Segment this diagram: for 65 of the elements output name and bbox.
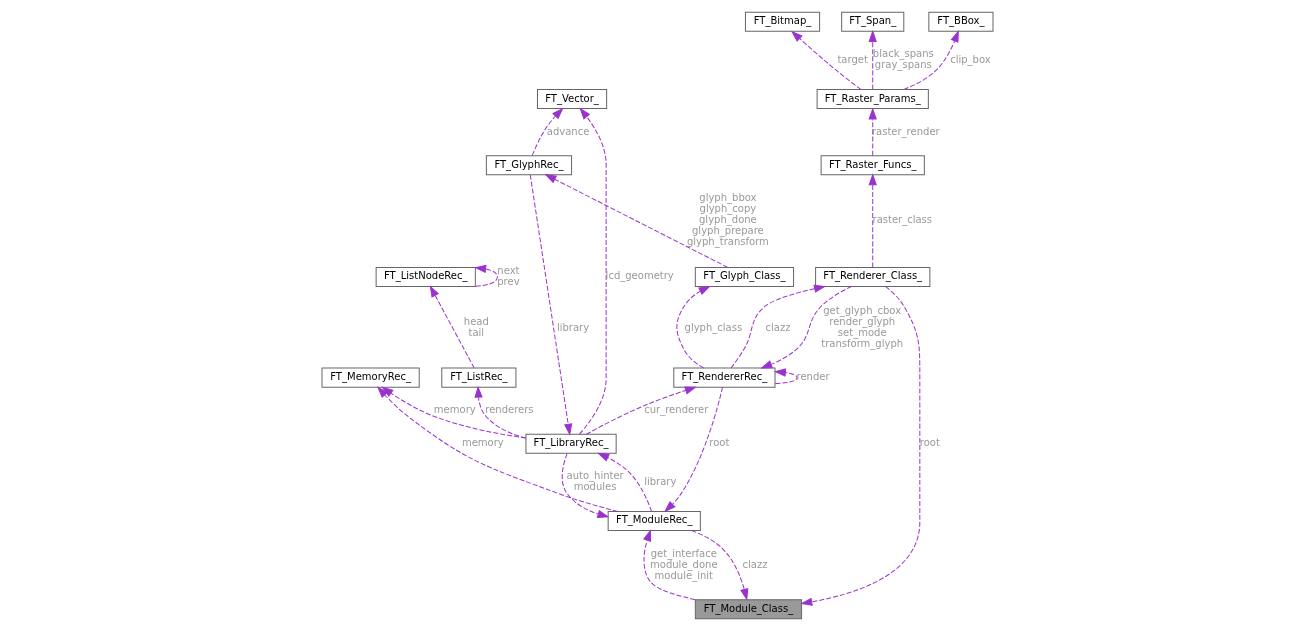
arrow bbox=[531, 108, 563, 156]
node-box: FT_Module_Class_ bbox=[694, 599, 803, 620]
edge-label: library bbox=[556, 321, 590, 333]
node-box: FT_Glyph_Class_ bbox=[694, 266, 795, 287]
arrow bbox=[774, 368, 798, 385]
edge-label: memory bbox=[433, 404, 476, 416]
arrow bbox=[761, 285, 852, 369]
edge-label: cur_renderer bbox=[644, 404, 709, 416]
arrow bbox=[691, 530, 749, 600]
edge-label: get_glyph_cbox render_glyph set_mode transform_glyph bbox=[821, 305, 904, 350]
node-box: FT_MemoryRec_ bbox=[321, 367, 420, 388]
edge-label: library bbox=[644, 475, 677, 487]
node-box: FT_LibraryRec_ bbox=[525, 433, 617, 454]
node-box: FT_Bitmap_ bbox=[744, 11, 821, 32]
edge-label: glyph_class bbox=[684, 321, 743, 333]
arrow bbox=[801, 286, 921, 606]
arrow bbox=[382, 386, 527, 439]
edge-label: head tail bbox=[463, 316, 489, 339]
edge-label: raster_render bbox=[871, 125, 940, 137]
edge-label: clip_box bbox=[950, 53, 991, 65]
arrow bbox=[643, 530, 696, 601]
edge-label: advance bbox=[546, 125, 590, 137]
node-box: FT_ListNodeRec_ bbox=[375, 266, 476, 287]
edge-label: target bbox=[837, 53, 868, 65]
arrow bbox=[598, 452, 653, 512]
arrow bbox=[475, 264, 498, 287]
arrow bbox=[474, 386, 527, 439]
edge-label: memory bbox=[461, 437, 504, 449]
node-box: FT_Vector_ bbox=[537, 89, 608, 110]
edge-label: next prev bbox=[497, 264, 520, 287]
edge-label: glyph_bbox glyph_copy glyph_done glyph_prepare glyph_transform bbox=[686, 191, 769, 247]
arrow bbox=[561, 453, 609, 518]
node-box: FT_Raster_Params_ bbox=[816, 89, 929, 110]
node-box: FT_GlyphRec_ bbox=[485, 155, 573, 176]
edge-label: lcd_geometry bbox=[605, 270, 674, 282]
edge-label: renderers bbox=[485, 404, 534, 416]
arrow bbox=[676, 286, 710, 369]
arrow bbox=[429, 286, 475, 369]
node-box: FT_RendererRec_ bbox=[673, 367, 776, 388]
arrow bbox=[903, 31, 959, 90]
arrow bbox=[664, 386, 723, 512]
edge-label: clazz bbox=[742, 558, 768, 570]
edge-label: get_interface module_done module_init bbox=[650, 547, 718, 581]
arrow bbox=[868, 108, 877, 156]
edge-label: black_spans gray_spans bbox=[872, 48, 934, 71]
arrow bbox=[868, 174, 877, 268]
node-box: FT_ModuleRec_ bbox=[607, 510, 701, 531]
edge-label: render bbox=[796, 371, 830, 383]
edge-label: raster_class bbox=[872, 213, 933, 225]
arrow bbox=[730, 284, 826, 369]
arrow bbox=[791, 31, 862, 90]
edge-label: root bbox=[919, 437, 940, 449]
arrow bbox=[529, 174, 573, 435]
arrow bbox=[545, 174, 729, 268]
node-box: FT_Raster_Funcs_ bbox=[820, 155, 925, 176]
edge-label: clazz bbox=[765, 321, 791, 333]
node-box: FT_BBox_ bbox=[928, 11, 994, 32]
node-box: FT_Span_ bbox=[841, 11, 905, 32]
node-box: FT_ListRec_ bbox=[441, 367, 517, 388]
edge-label: root bbox=[709, 437, 730, 449]
node-box: FT_Renderer_Class_ bbox=[815, 266, 931, 287]
edge-label: auto_hinter modules bbox=[566, 470, 624, 493]
arrow bbox=[579, 108, 607, 435]
arrow bbox=[868, 30, 877, 90]
arrow bbox=[585, 386, 696, 435]
